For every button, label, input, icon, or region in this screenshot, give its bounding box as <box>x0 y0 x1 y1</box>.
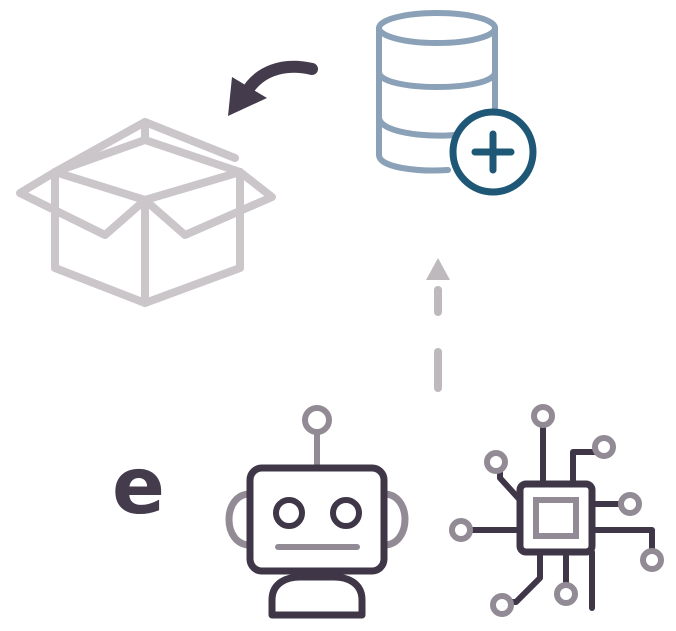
dashed-up-arrow-icon <box>426 258 450 392</box>
robot-icon <box>225 405 409 619</box>
circuit-chip-icon <box>449 404 664 617</box>
plus-circle-icon <box>449 108 537 196</box>
curved-arrow-icon <box>228 60 318 116</box>
label-letter: e <box>112 442 165 532</box>
open-box-icon <box>16 118 276 307</box>
